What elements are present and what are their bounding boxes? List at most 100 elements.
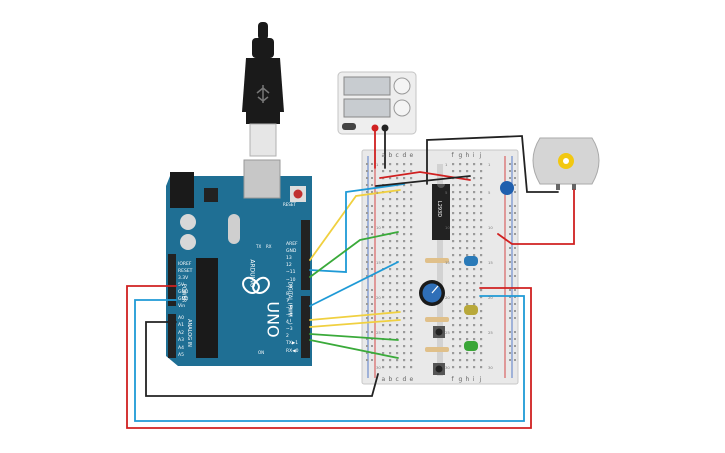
uno-label: UNO [263,301,283,338]
breadboard-column-label: g [458,152,463,159]
wire-green-2[interactable] [309,339,399,359]
breadboard-column-label: c [395,152,399,159]
wire-yellow-12[interactable] [309,189,401,261]
wire-blue-7[interactable] [309,261,399,307]
breadboard-row-label: 1 [488,162,491,167]
power-pin-label: IOREF [178,262,192,267]
breadboard-row-label: 1 [445,162,448,167]
analog-pin-label: A2 [178,330,184,336]
breadboard-column-label: b [388,152,393,159]
breadboard-row-label: 20 [376,295,381,300]
breadboard-row-label: 5 [488,190,491,195]
analog-pin-label: A4 [178,345,184,351]
breadboard-column-label: e [409,376,414,383]
breadboard-column-label: c [395,376,399,383]
breadboard-row-label: 15 [445,260,450,265]
wire-blue-gnd[interactable] [134,295,525,422]
wire-blue-13[interactable] [309,183,405,273]
wire-black-rail[interactable] [375,175,471,187]
voltage-display [343,76,391,96]
atmega-chip [196,258,218,358]
motor-driver-ic[interactable] [432,184,450,240]
rx-label: RX [266,244,272,249]
current-display [343,98,391,118]
breadboard-column-label: g [458,376,463,383]
digital-pin-label: ~10 [286,277,296,283]
analog-pin-label: A1 [178,323,184,329]
wire-black-motor[interactable] [426,135,559,193]
digital-pin-label: GND [286,249,297,255]
digital-pin-label: ~9 [286,284,293,290]
breadboard-row-label: 25 [376,330,381,335]
led-blue[interactable] [464,256,478,266]
breadboard-row-label: 25 [445,330,450,335]
breadboard-column-label: a [381,152,386,159]
digital-pin-label: TX▶1 [286,341,299,347]
on-led-label: ON [258,350,265,355]
breadboard-column-label: d [402,152,407,159]
digital-pin-label: RX◀0 [286,348,299,354]
breadboard-row-label: 30 [488,365,493,370]
driver-chip-label: L293D [436,200,443,218]
digital-pin-label: 2 [286,334,289,340]
breadboard-column-label: f [451,376,454,383]
wire-red-5v[interactable] [126,285,532,429]
led-green[interactable] [464,341,478,351]
breadboard-row-label: 30 [445,365,450,370]
digital-pin-label: 7 [286,298,289,304]
breadboard-row-label: 20 [488,295,493,300]
breadboard-row-label: 5 [376,190,379,195]
digital-pin-label: ~6 [286,305,293,311]
power-pin-label: RESET [178,269,193,274]
wire-green-3[interactable] [309,333,399,341]
dc-motor[interactable] [532,137,600,190]
breadboard-column-label: h [465,152,470,159]
current-knob [393,99,411,117]
power-pin-label: GND [178,290,189,295]
breadboard-row-label: 1 [376,162,379,167]
breadboard-column-label: b [388,376,393,383]
breadboard-column-label: j [479,376,482,383]
power-pin-label: GND [178,297,189,302]
wire-yellow-4[interactable] [309,319,401,328]
breadboard-row-label: 15 [376,260,381,265]
wire-black-a0[interactable] [145,321,379,397]
breadboard-column-label: d [402,376,407,383]
capacitor[interactable] [500,181,514,195]
tx-label: TX [256,244,262,249]
usb-icon [256,85,270,103]
arduino-logo-icon [242,276,270,294]
pushbutton[interactable] [433,326,445,338]
breadboard-row-label: 10 [376,225,381,230]
arduino-uno[interactable] [166,159,312,366]
led-yellow[interactable] [464,305,478,315]
dc-jack [170,172,194,208]
breadboard-row-label: 15 [488,260,493,265]
breadboard-column-label: f [451,152,454,159]
arduino-brand-label: ARDUINO [248,259,256,288]
power-pin-label: 3.3V [178,276,189,281]
breadboard-row-label: 10 [488,225,493,230]
usb-cable[interactable] [242,22,284,157]
analog-pin-label: A0 [178,316,184,321]
resistor[interactable] [425,317,449,322]
power-pin-label: 5V [178,283,184,288]
wire-green-11[interactable] [309,231,399,278]
wire-red-motor[interactable] [497,189,575,245]
wire-yellow-5[interactable] [309,311,401,321]
analog-header-label: ANALOG IN [185,319,192,347]
reset-label: RESET [283,202,296,207]
resistor[interactable] [425,258,449,263]
breadboard-column-label: h [465,376,470,383]
breadboard-column-label: i [472,376,475,383]
breadboard-column-label: j [479,152,482,159]
power-supply[interactable] [337,71,417,135]
digital-pin-label: AREF [286,242,298,247]
pushbutton[interactable] [433,363,445,375]
breadboard-column-label: a [381,376,386,383]
breadboard-column-label: i [472,152,475,159]
resistor[interactable] [425,347,449,352]
breadboard-row-label: 30 [376,365,381,370]
digital-pin-label: ~5 [286,313,293,318]
